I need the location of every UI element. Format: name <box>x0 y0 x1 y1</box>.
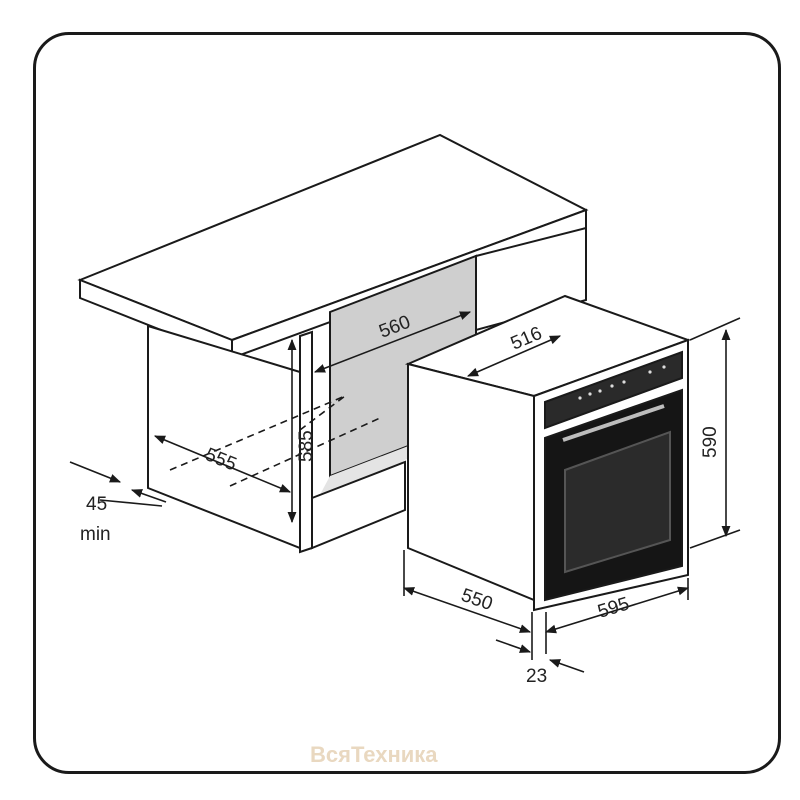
label-gap-value: 45 <box>86 494 107 515</box>
oven-depth-line <box>402 587 532 633</box>
oven-handle <box>562 404 665 442</box>
niche-width-line <box>313 311 472 373</box>
front-panel-line-right <box>548 659 585 673</box>
label-front-panel: 23 <box>526 666 547 687</box>
niche-depth-line <box>153 435 292 493</box>
cabinet-bottom-panel <box>311 460 406 550</box>
label-oven-front-width: 595 <box>595 593 631 622</box>
cabinet-left-side <box>147 324 301 550</box>
label-gap-unit: min <box>80 524 111 545</box>
diagram-frame <box>33 32 781 774</box>
gap-line-inner <box>130 489 167 503</box>
oven-body-width-line <box>466 335 562 377</box>
watermark: ВсяТехника <box>310 742 438 767</box>
label-niche-height: 585 <box>296 430 317 462</box>
oven-side <box>407 362 535 602</box>
label-oven-depth: 550 <box>458 585 495 615</box>
front-panel-line-left <box>495 639 532 653</box>
niche-floor <box>300 420 476 532</box>
oven-control-panel <box>544 350 683 430</box>
label-oven-height: 590 <box>700 426 721 458</box>
gap-line-outer <box>69 461 122 483</box>
oven-door-window <box>564 430 671 574</box>
dimension-lines <box>69 311 741 673</box>
oven-front-width-line <box>544 586 690 634</box>
control-panel-display <box>578 365 666 400</box>
